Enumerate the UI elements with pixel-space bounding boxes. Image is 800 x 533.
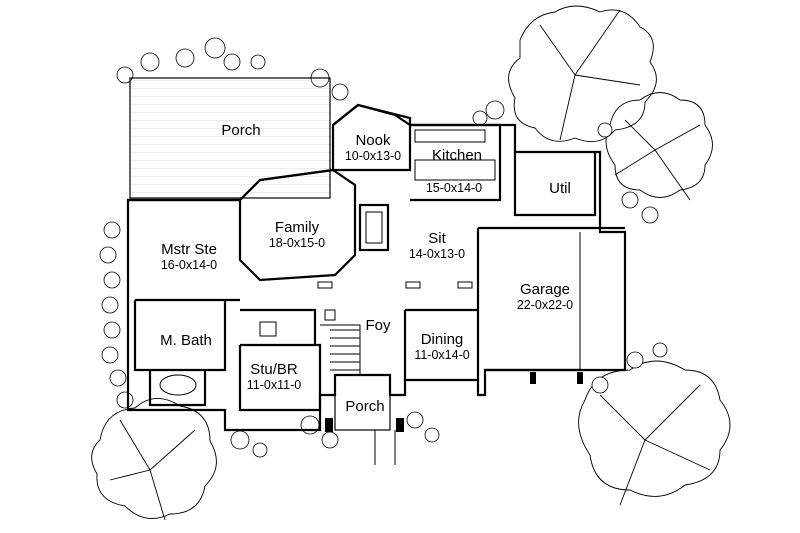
room-name: Sit <box>428 230 446 247</box>
front-porch-floor <box>334 374 391 431</box>
fireplace-hearth <box>365 211 383 244</box>
foyer-stairs <box>320 324 361 375</box>
master-bath-walls <box>133 300 227 407</box>
room-nook: Nook 10-0x13-0 <box>345 132 401 164</box>
room-garage: Garage 22-0x22-0 <box>517 281 573 313</box>
room-porch-rear: Porch <box>221 122 260 139</box>
family-walls <box>238 168 357 282</box>
room-dimensions: 14-0x13-0 <box>408 247 466 262</box>
room-name: M. Bath <box>160 332 212 349</box>
room-name: Garage <box>519 281 571 298</box>
room-porch-front: Porch <box>345 398 384 415</box>
room-sit: Sit 14-0x13-0 <box>409 230 465 262</box>
room-dimensions: 11-0x14-0 <box>414 348 470 363</box>
study-bedroom-walls <box>238 343 322 412</box>
front-porch-column-right <box>396 418 404 432</box>
fireplace <box>358 203 390 252</box>
room-dimensions: 16-0x14-0 <box>160 258 218 273</box>
front-walkway <box>374 430 396 465</box>
room-name: Dining <box>420 331 464 348</box>
rear-porch-floor <box>129 77 331 199</box>
room-name: Util <box>549 180 571 197</box>
room-name: Mstr Ste <box>161 241 217 258</box>
tree-top-right <box>508 5 657 143</box>
room-dimensions: 10-0x13-0 <box>344 149 402 164</box>
front-porch-column-left <box>325 418 333 432</box>
room-mstr-ste: Mstr Ste 16-0x14-0 <box>161 241 217 273</box>
hall-bath-walls <box>240 308 317 345</box>
master-suite-walls <box>128 198 240 302</box>
wall-fixtures <box>317 281 473 321</box>
room-kitchen-dims: 15-0x14-0 <box>426 181 482 195</box>
room-dimensions: 22-0x22-0 <box>516 298 574 313</box>
room-stu-br: Stu/BR 11-0x11-0 <box>247 361 301 393</box>
room-family: Family 18-0x15-0 <box>269 219 325 251</box>
tree-right <box>605 92 713 201</box>
dining-walls <box>403 308 478 380</box>
room-dimensions: 11-0x11-0 <box>246 378 302 393</box>
room-name: Family <box>274 219 320 236</box>
kitchen-island <box>414 159 496 181</box>
room-dimensions: 18-0x15-0 <box>268 236 326 251</box>
bathtub <box>159 374 197 396</box>
kitchen-counter <box>414 129 486 143</box>
room-foy: Foy <box>365 317 390 334</box>
room-name: Foy <box>365 317 391 334</box>
util-walls <box>513 152 597 217</box>
garage-walls <box>476 226 625 380</box>
tree-bottom-right <box>578 360 731 506</box>
room-util: Util <box>549 180 571 197</box>
room-name: Kitchen <box>431 147 483 164</box>
room-dining: Dining 11-0x14-0 <box>414 331 469 363</box>
toilet <box>259 321 277 337</box>
room-name: Stu/BR <box>250 361 298 378</box>
garage-column-right <box>577 372 583 384</box>
room-name: Porch <box>345 398 385 415</box>
tree-bottom-left <box>91 398 217 521</box>
nook-walls <box>332 103 412 172</box>
room-kitchen: Kitchen <box>432 147 482 164</box>
room-name: Nook <box>355 132 391 149</box>
room-name: Porch <box>221 122 261 139</box>
kitchen-walls <box>410 123 502 202</box>
garage-column-left <box>530 372 536 384</box>
room-dimensions: 15-0x14-0 <box>425 181 483 195</box>
room-m-bath: M. Bath <box>160 332 212 349</box>
